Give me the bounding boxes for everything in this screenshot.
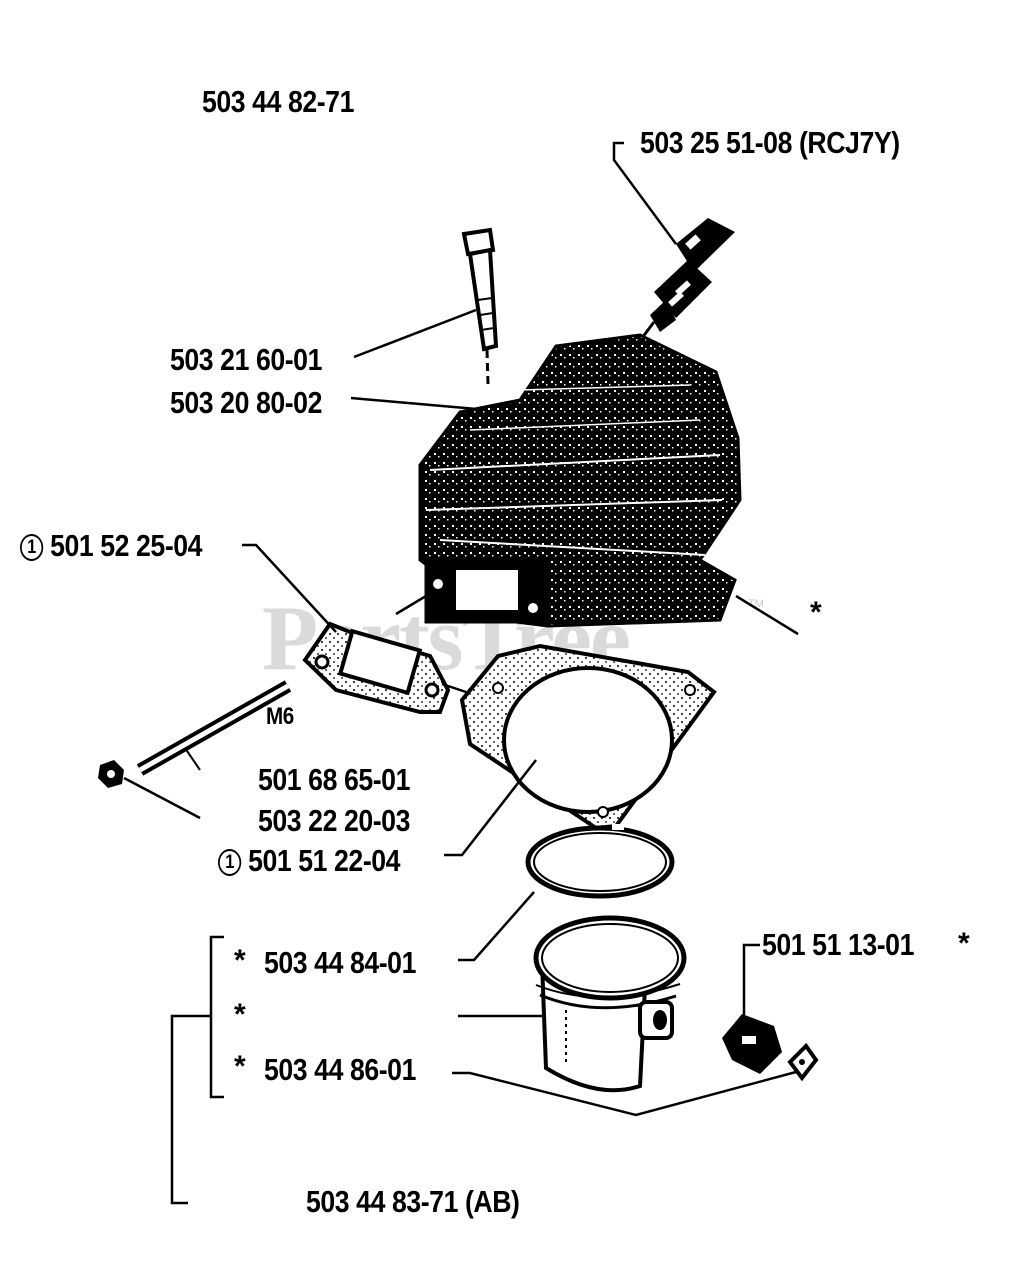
base-gasket-label: 501 51 22-04 (248, 843, 401, 878)
stud-label: 501 68 65-01 (258, 762, 410, 797)
bearing-label: 501 51 13-01 (762, 927, 914, 962)
pin-star: * (234, 1050, 246, 1083)
piston-star: * (234, 998, 246, 1031)
circlip (787, 1042, 819, 1082)
bolt (461, 227, 499, 385)
piston (533, 915, 687, 1093)
note-1-marker: 1 (20, 534, 44, 561)
nut-label: 503 22 20-03 (258, 803, 410, 838)
piston-ring (525, 824, 675, 899)
assembly-number: 503 44 82-71 (202, 84, 354, 119)
spark-plug (640, 218, 735, 339)
cylinder-label: 503 20 80-02 (170, 385, 322, 420)
stud-size-label: M6 (266, 703, 294, 730)
base-gasket (459, 643, 717, 831)
spark-plug-label: 503 25 51-08 (RCJ7Y) (640, 125, 900, 160)
exhaust-gasket-label: 501 52 25-04 (50, 528, 203, 563)
bolt-label: 503 21 60-01 (170, 342, 322, 377)
kit-label: 503 44 83-71 (AB) (306, 1184, 520, 1219)
stud (136, 680, 292, 776)
ring-label: 503 44 84-01 (264, 945, 416, 980)
note-1-marker: 1 (218, 849, 242, 876)
cylinder (418, 333, 742, 628)
exhaust-gasket (302, 621, 451, 714)
needle-bearing (722, 1014, 782, 1074)
cylinder-star: * (810, 596, 822, 629)
nut (98, 760, 124, 788)
pin-label: 503 44 86-01 (264, 1052, 416, 1087)
leader-lines (123, 141, 799, 1205)
ring-star: * (234, 944, 246, 977)
bearing-star: * (958, 927, 970, 960)
